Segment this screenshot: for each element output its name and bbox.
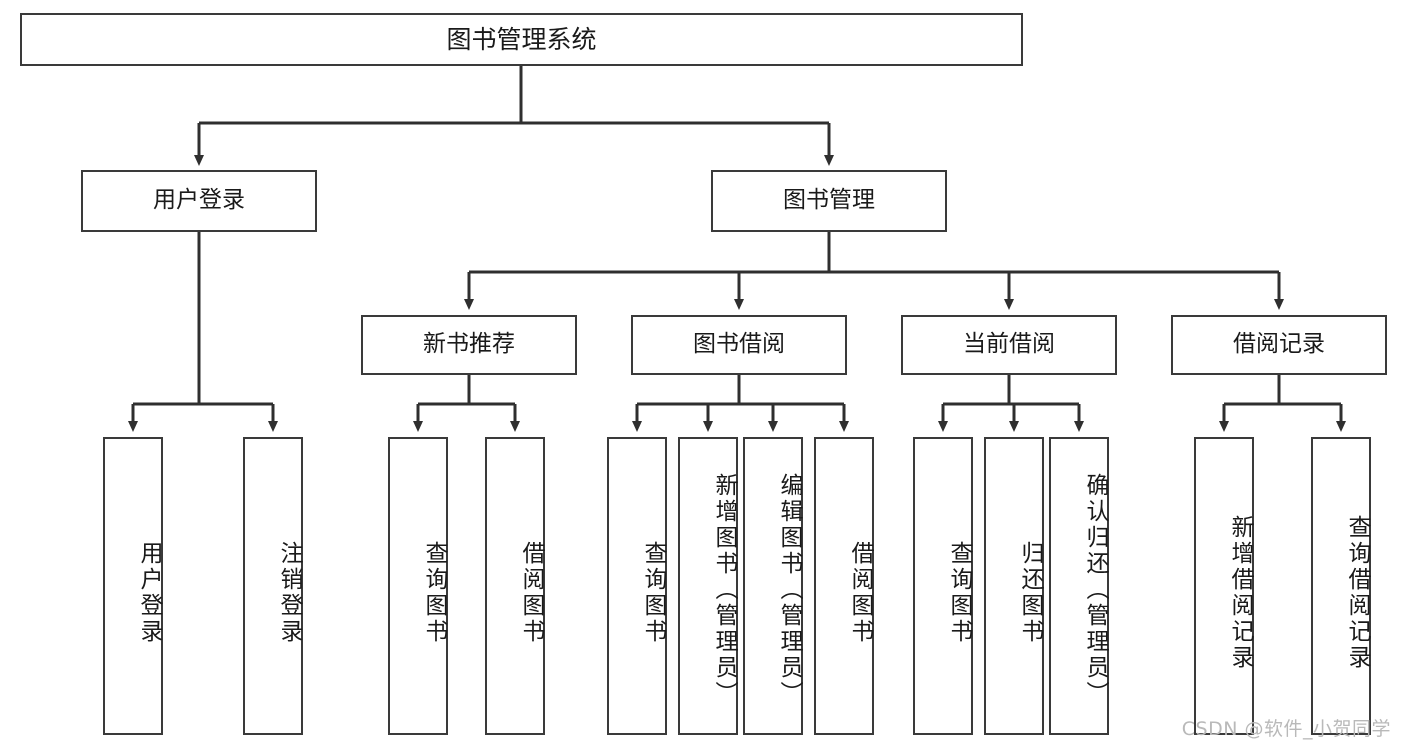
node-borrow-record-label: 借阅记录	[1233, 331, 1325, 358]
node-new-book-recommend[interactable]: 新书推荐	[361, 315, 577, 375]
node-leaf-return-book-label: 归还图书	[1017, 541, 1043, 645]
node-leaf-edit-book-label: 编辑图书（管理员）	[776, 473, 802, 707]
node-user-login[interactable]: 用户登录	[81, 170, 317, 232]
node-leaf-borrow-book-1[interactable]: 借阅图书	[485, 437, 545, 735]
node-leaf-add-record-label: 新增借阅记录	[1227, 515, 1253, 671]
node-leaf-add-book-label: 新增图书（管理员）	[711, 473, 737, 707]
node-leaf-edit-book[interactable]: 编辑图书（管理员）	[743, 437, 803, 735]
node-root-label: 图书管理系统	[446, 24, 597, 54]
node-book-manage[interactable]: 图书管理	[711, 170, 947, 232]
node-leaf-query-book-2-label: 查询图书	[640, 541, 666, 645]
node-leaf-borrow-book-1-label: 借阅图书	[518, 541, 544, 645]
node-leaf-logout[interactable]: 注销登录	[243, 437, 303, 735]
node-leaf-query-book-3[interactable]: 查询图书	[913, 437, 973, 735]
node-leaf-query-book-3-label: 查询图书	[946, 541, 972, 645]
node-current-borrow[interactable]: 当前借阅	[901, 315, 1117, 375]
node-leaf-query-record[interactable]: 查询借阅记录	[1311, 437, 1371, 735]
node-leaf-query-book-2[interactable]: 查询图书	[607, 437, 667, 735]
node-borrow-record[interactable]: 借阅记录	[1171, 315, 1387, 375]
node-leaf-query-book-1[interactable]: 查询图书	[388, 437, 448, 735]
node-leaf-user-login[interactable]: 用户登录	[103, 437, 163, 735]
node-leaf-add-book[interactable]: 新增图书（管理员）	[678, 437, 738, 735]
node-book-manage-label: 图书管理	[783, 187, 875, 214]
node-leaf-return-book[interactable]: 归还图书	[984, 437, 1044, 735]
node-new-book-recommend-label: 新书推荐	[423, 331, 515, 358]
node-leaf-logout-label: 注销登录	[276, 541, 302, 645]
node-leaf-query-record-label: 查询借阅记录	[1344, 515, 1370, 671]
node-leaf-confirm-return[interactable]: 确认归还（管理员）	[1049, 437, 1109, 735]
node-leaf-borrow-book-2-label: 借阅图书	[847, 541, 873, 645]
node-current-borrow-label: 当前借阅	[963, 331, 1055, 358]
watermark-text: CSDN @软件_小贺同学	[1181, 718, 1391, 740]
node-root[interactable]: 图书管理系统	[20, 13, 1023, 66]
node-leaf-confirm-return-label: 确认归还（管理员）	[1082, 473, 1108, 707]
node-leaf-user-login-label: 用户登录	[136, 541, 162, 645]
node-book-borrow-label: 图书借阅	[693, 331, 785, 358]
node-user-login-label: 用户登录	[153, 187, 245, 214]
node-leaf-borrow-book-2[interactable]: 借阅图书	[814, 437, 874, 735]
node-leaf-add-record[interactable]: 新增借阅记录	[1194, 437, 1254, 735]
node-book-borrow[interactable]: 图书借阅	[631, 315, 847, 375]
node-leaf-query-book-1-label: 查询图书	[421, 541, 447, 645]
